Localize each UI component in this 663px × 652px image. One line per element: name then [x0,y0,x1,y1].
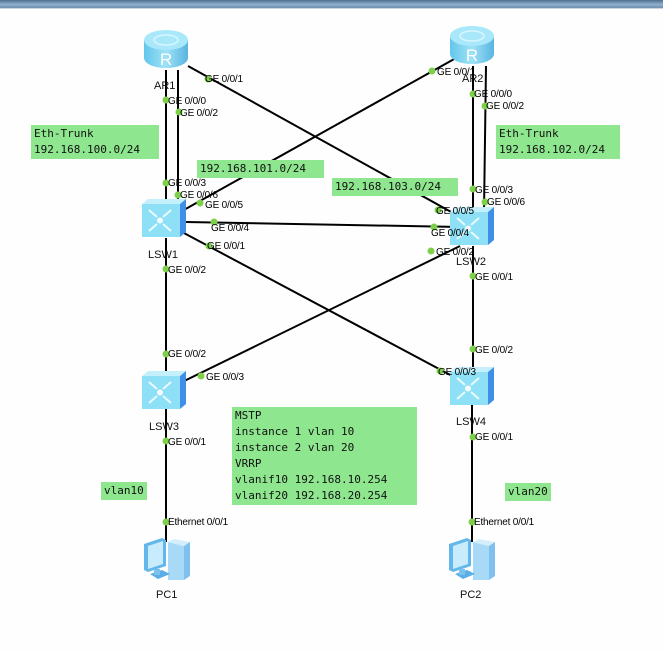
link-ar2-lsw1[interactable] [181,57,457,212]
window-title-bar [0,0,663,9]
device-label-lsw2: LSW2 [456,256,486,268]
port-label: GE 0/0/2 [168,349,206,360]
note-vlan10[interactable]: vlan10 [101,482,147,500]
port-label: Ethernet 0/0/1 [168,517,229,528]
port-label: GE 0/0/2 [486,101,524,112]
pc-icon-pc2[interactable] [445,536,497,584]
port-label: GE 0/0/1 [437,67,475,78]
port-label: GE 0/0/5 [436,206,474,217]
port-label: GE 0/0/1 [475,272,513,283]
port-label: GE 0/0/0 [474,89,512,100]
device-label-pc1: PC1 [156,589,178,601]
link-lsw1-lsw4[interactable] [181,231,457,379]
link-ar2-lsw2-b[interactable] [483,65,487,213]
port-dot [205,242,213,250]
device-label-pc2: PC2 [460,589,482,601]
port-label: GE 0/0/3 [168,178,206,189]
port-dot [430,223,438,231]
port-label: GE 0/0/4 [431,228,469,239]
router-icon-ar1[interactable]: R [142,26,190,72]
port-label: GE 0/0/3 [206,372,244,383]
port-dot [469,433,477,441]
note-vlan20[interactable]: vlan20 [505,483,551,501]
port-dot [469,185,477,193]
port-dot [481,102,489,110]
port-dot [469,345,477,353]
note-network-103[interactable]: 192.168.103.0/24 [332,178,458,196]
port-dot [468,518,476,526]
switch-icon-lsw4[interactable] [448,366,496,408]
port-label: GE 0/0/6 [487,197,525,208]
pc-icon-pc1[interactable] [140,536,192,584]
link-lsw1-lsw2[interactable] [185,221,461,228]
device-label-ar2: AR2 [462,73,484,85]
port-dot [162,437,170,445]
port-label: GE 0/0/3 [475,185,513,196]
device-label-ar1: AR1 [154,80,176,92]
port-dot [204,75,212,83]
note-eth-trunk-right[interactable]: Eth-Trunk 192.168.102.0/24 [496,125,620,159]
device-label-lsw1: LSW1 [148,249,178,261]
port-dot [197,372,205,380]
port-label: GE 0/0/1 [475,432,513,443]
port-label: GE 0/0/1 [207,241,245,252]
port-dot [175,108,183,116]
port-dot [162,350,170,358]
port-dot [174,191,182,199]
port-label: GE 0/0/5 [205,200,243,211]
link-lsw2-lsw3[interactable] [175,245,461,386]
port-label: GE 0/0/3 [438,367,476,378]
port-dot [469,90,477,98]
port-label: GE 0/0/2 [436,247,474,258]
port-dot [162,96,170,104]
svg-text:R: R [466,46,478,65]
port-label: GE 0/0/2 [475,345,513,356]
port-label: GE 0/0/6 [180,190,218,201]
port-label: GE 0/0/1 [168,437,206,448]
svg-text:R: R [160,50,172,69]
port-label: GE 0/0/4 [211,223,249,234]
port-dot [427,247,435,255]
router-icon-ar2[interactable]: R [448,22,496,68]
port-dot [162,265,170,273]
port-dot [196,199,204,207]
note-config[interactable]: MSTP instance 1 vlan 10 instance 2 vlan … [232,407,417,505]
port-label: Ethernet 0/0/1 [474,517,535,528]
device-label-lsw4: LSW4 [456,416,486,428]
port-label: GE 0/0/1 [205,74,243,85]
note-network-101[interactable]: 192.168.101.0/24 [197,160,324,178]
port-dot [162,518,170,526]
port-dot [434,206,442,214]
port-dot [210,218,218,226]
switch-icon-lsw2[interactable] [448,206,496,248]
port-label: GE 0/0/2 [180,108,218,119]
port-dot [436,367,444,375]
port-label: GE 0/0/2 [168,265,206,276]
port-dot [428,67,436,75]
switch-icon-lsw1[interactable] [140,198,188,240]
port-label: GE 0/0/0 [168,96,206,107]
note-eth-trunk-left[interactable]: Eth-Trunk 192.168.100.0/24 [31,125,159,159]
device-label-lsw3: LSW3 [149,421,179,433]
port-dot [469,272,477,280]
port-dot [481,198,489,206]
switch-icon-lsw3[interactable] [140,370,188,412]
port-dot [162,179,170,187]
